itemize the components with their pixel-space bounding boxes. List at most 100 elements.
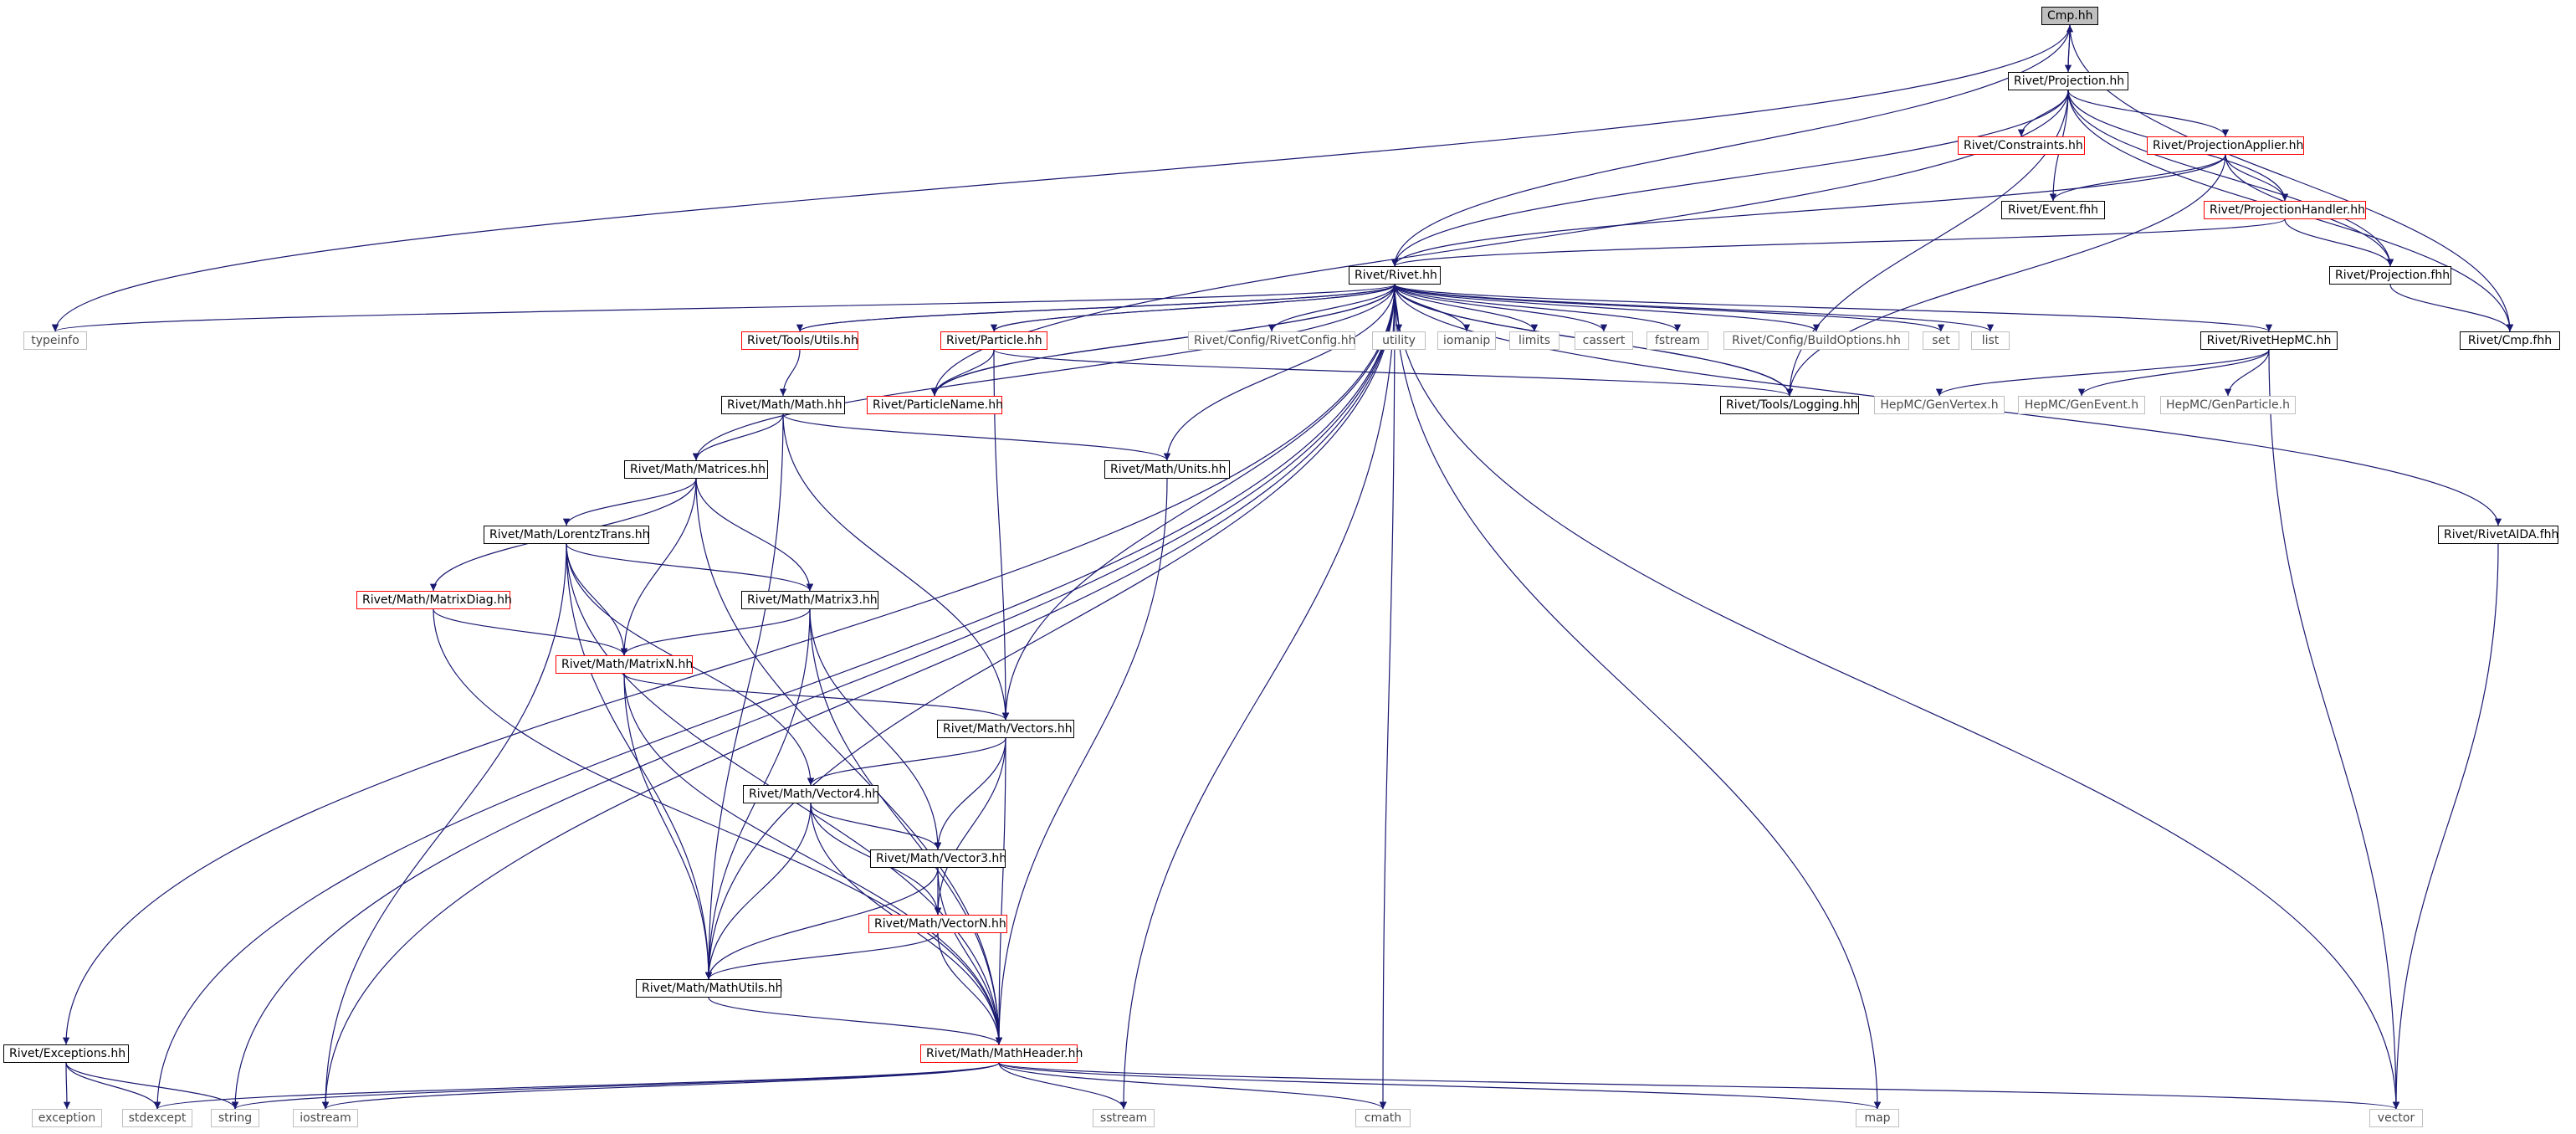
node-rivet-projectionhandler-hh[interactable]: Rivet/ProjectionHandler.hh — [2204, 201, 2366, 219]
node-rivet-rivetaida-fhh[interactable]: Rivet/RivetAIDA.fhh — [2438, 526, 2558, 544]
edge-mathheader_hh-to-map — [998, 1062, 1881, 1110]
edge-particlename_hh-to-rivet_hh — [934, 284, 1399, 397]
edge-matrices_hh-to-mathheader_hh — [695, 478, 1003, 1045]
edge-mathheader_hh-to-vector — [998, 1062, 2399, 1110]
edge-projection_hh-to-particlename_hh — [930, 90, 2069, 397]
edge-math_hh-to-vectors_hh — [782, 413, 1010, 721]
node-rivet-config-buildoptions-hh: Rivet/Config/BuildOptions.hh — [1723, 331, 1909, 350]
edge-matrixdiag_hh-to-matrixn_hh — [433, 608, 628, 656]
node-rivet-tools-logging-hh[interactable]: Rivet/Tools/Logging.hh — [1720, 396, 1859, 414]
edge-rivet_hh-to-sstream — [1119, 284, 1396, 1110]
edge-rivet_hh-to-limits — [1394, 284, 1539, 332]
node-sstream: sstream — [1093, 1109, 1155, 1127]
node-stdexcept: stdexcept — [122, 1109, 192, 1127]
node-iostream: iostream — [293, 1109, 358, 1127]
edge-mathheader_hh-to-string — [232, 1062, 1000, 1110]
node-rivet-tools-utils-hh[interactable]: Rivet/Tools/Utils.hh — [741, 331, 858, 350]
node-rivet-particlename-hh[interactable]: Rivet/ParticleName.hh — [867, 396, 1003, 414]
node-rivet-math-matrix3-hh[interactable]: Rivet/Math/Matrix3.hh — [741, 591, 878, 609]
edge-rivet_hh-to-list — [1394, 284, 1994, 332]
node-rivet-math-matrixn-hh[interactable]: Rivet/Math/MatrixN.hh — [556, 655, 693, 674]
edge-matrices_hh-to-lorentztrans_hh — [562, 478, 697, 526]
node-rivet-rivethepmc-hh[interactable]: Rivet/RivetHepMC.hh — [2200, 331, 2338, 350]
node-cmath: cmath — [1355, 1109, 1411, 1127]
edge-rivethepmc_hh-to-genvertex_h — [1935, 349, 2270, 397]
node-limits: limits — [1509, 331, 1559, 350]
node-rivet-cmp-fhh[interactable]: Rivet/Cmp.fhh — [2460, 331, 2560, 350]
edge-vectors_hh-to-vectorn_hh — [934, 737, 1006, 916]
edge-projection_hh-to-rivet_hh — [1390, 90, 2069, 267]
edge-matrices_hh-to-matrix3_hh — [695, 478, 814, 592]
edge-rivet_hh-to-map — [1394, 284, 1882, 1110]
edge-math_hh-to-units_hh — [782, 413, 1171, 461]
edge-matrixn_hh-to-mathheader_hh — [623, 673, 1003, 1045]
node-rivet-constraints-hh[interactable]: Rivet/Constraints.hh — [1958, 136, 2085, 155]
edge-rivet_hh-to-vector — [1394, 284, 2400, 1110]
node-rivet-math-matrixdiag-hh[interactable]: Rivet/Math/MatrixDiag.hh — [356, 591, 512, 609]
edge-rivethepmc_hh-to-genparticle_h — [2224, 349, 2270, 397]
edge-tools_utils_hh-to-rivet_hh — [799, 284, 1398, 332]
edge-mathutils_hh-to-mathheader_hh — [708, 997, 1003, 1045]
edge-mathheader_hh-to-sstream — [998, 1062, 1128, 1110]
edge-matrixdiag_hh-to-mathheader_hh — [433, 608, 1003, 1045]
edge-rivet_hh-to-typeinfo — [52, 284, 1396, 332]
edge-mathheader_hh-to-cmath — [998, 1062, 1387, 1110]
edge-matrix3_hh-to-matrixn_hh — [620, 608, 811, 656]
edge-particle_hh-to-rivet_hh — [993, 284, 1399, 332]
node-rivet-particle-hh[interactable]: Rivet/Particle.hh — [940, 331, 1047, 350]
edge-rivet_hh-to-mathutils_hh — [704, 284, 1396, 980]
edge-vectorn_hh-to-mathutils_hh — [704, 932, 939, 980]
edge-lorentztrans_hh-to-matrix3_hh — [566, 543, 814, 592]
edge-exceptions_hh-to-string — [65, 1062, 239, 1110]
edge-rivet_hh-to-fstream — [1394, 284, 1682, 332]
node-rivet-event-fhh[interactable]: Rivet/Event.fhh — [2001, 201, 2105, 219]
edge-rivet_hh-to-iostream — [321, 284, 1396, 1110]
node-rivet-exceptions-hh[interactable]: Rivet/Exceptions.hh — [3, 1044, 129, 1063]
node-rivet-projection-fhh[interactable]: Rivet/Projection.fhh — [2329, 266, 2451, 285]
node-typeinfo: typeinfo — [23, 331, 87, 350]
edge-math_hh-to-mathutils_hh — [704, 413, 784, 980]
node-rivet-math-vector3-hh[interactable]: Rivet/Math/Vector3.hh — [870, 849, 1006, 868]
node-rivet-math-lorentztrans-hh[interactable]: Rivet/Math/LorentzTrans.hh — [484, 526, 650, 544]
edge-vectors_hh-to-vector3_hh — [934, 737, 1006, 850]
node-rivet-math-math-hh[interactable]: Rivet/Math/Math.hh — [721, 396, 845, 414]
node-iomanip: iomanip — [1437, 331, 1496, 350]
edge-mathheader_hh-to-iostream — [322, 1062, 1000, 1110]
edge-exceptions_hh-to-stdexcept — [65, 1062, 161, 1110]
edge-projection_hh-to-projectionapplier_hh — [2067, 90, 2230, 137]
node-rivet-math-vectors-hh[interactable]: Rivet/Math/Vectors.hh — [937, 720, 1074, 738]
edge-projectionhandler_hh-to-rivet_hh — [1391, 218, 2286, 267]
node-rivet-math-vector4-hh[interactable]: Rivet/Math/Vector4.hh — [743, 785, 879, 803]
node-rivet-rivet-hh[interactable]: Rivet/Rivet.hh — [1349, 266, 1441, 285]
node-hepmc-genparticle-h: HepMC/GenParticle.h — [2160, 396, 2296, 414]
edge-projectionapplier_hh-to-rivet_hh — [1390, 154, 2226, 267]
edge-rivet_hh-to-matrices_hh — [692, 284, 1396, 461]
node-rivet-projectionapplier-hh[interactable]: Rivet/ProjectionApplier.hh — [2147, 136, 2304, 155]
edge-rivet_hh-to-buildoptions_hh — [1394, 284, 1821, 332]
edge-math_hh-to-matrices_hh — [692, 413, 784, 461]
node-rivet-math-mathutils-hh[interactable]: Rivet/Math/MathUtils.hh — [636, 979, 783, 998]
edge-particle_hh-to-particlename_hh — [930, 349, 995, 397]
edge-cmp_hh-to-rivet_hh — [1390, 24, 2071, 267]
node-rivet-math-vectorn-hh[interactable]: Rivet/Math/VectorN.hh — [868, 915, 1007, 933]
edge-projectionapplier_hh-to-event_fhh — [2049, 154, 2226, 202]
edge-rivet_hh-to-vectors_hh — [1001, 284, 1396, 721]
edge-exceptions_hh-to-exception — [63, 1062, 71, 1110]
edge-vector4_hh-to-mathutils_hh — [704, 803, 812, 980]
node-rivet-math-units-hh[interactable]: Rivet/Math/Units.hh — [1104, 460, 1230, 479]
edge-rivethepmc_hh-to-vector — [2268, 349, 2400, 1110]
node-string: string — [211, 1109, 259, 1127]
edge-matrixn_hh-to-vectors_hh — [623, 673, 1010, 721]
edge-rivet_hh-to-units_hh — [1163, 284, 1396, 461]
node-rivet-math-mathheader-hh[interactable]: Rivet/Math/MathHeader.hh — [920, 1044, 1083, 1063]
edge-tools_utils_hh-to-math_hh — [779, 349, 801, 397]
edge-lorentztrans_hh-to-iostream — [321, 543, 567, 1110]
edge-matrices_hh-to-matrixn_hh — [620, 478, 697, 656]
node-rivet-projection-hh[interactable]: Rivet/Projection.hh — [2008, 72, 2128, 90]
edge-matrix3_hh-to-mathheader_hh — [809, 608, 1003, 1045]
node-rivet-math-matrices-hh[interactable]: Rivet/Math/Matrices.hh — [624, 460, 768, 479]
edge-rivet_hh-to-stdexcept — [153, 284, 1396, 1110]
edge-vectors_hh-to-mathheader_hh — [995, 737, 1006, 1045]
edge-projectionapplier_hh-to-logging_hh — [1785, 154, 2226, 397]
